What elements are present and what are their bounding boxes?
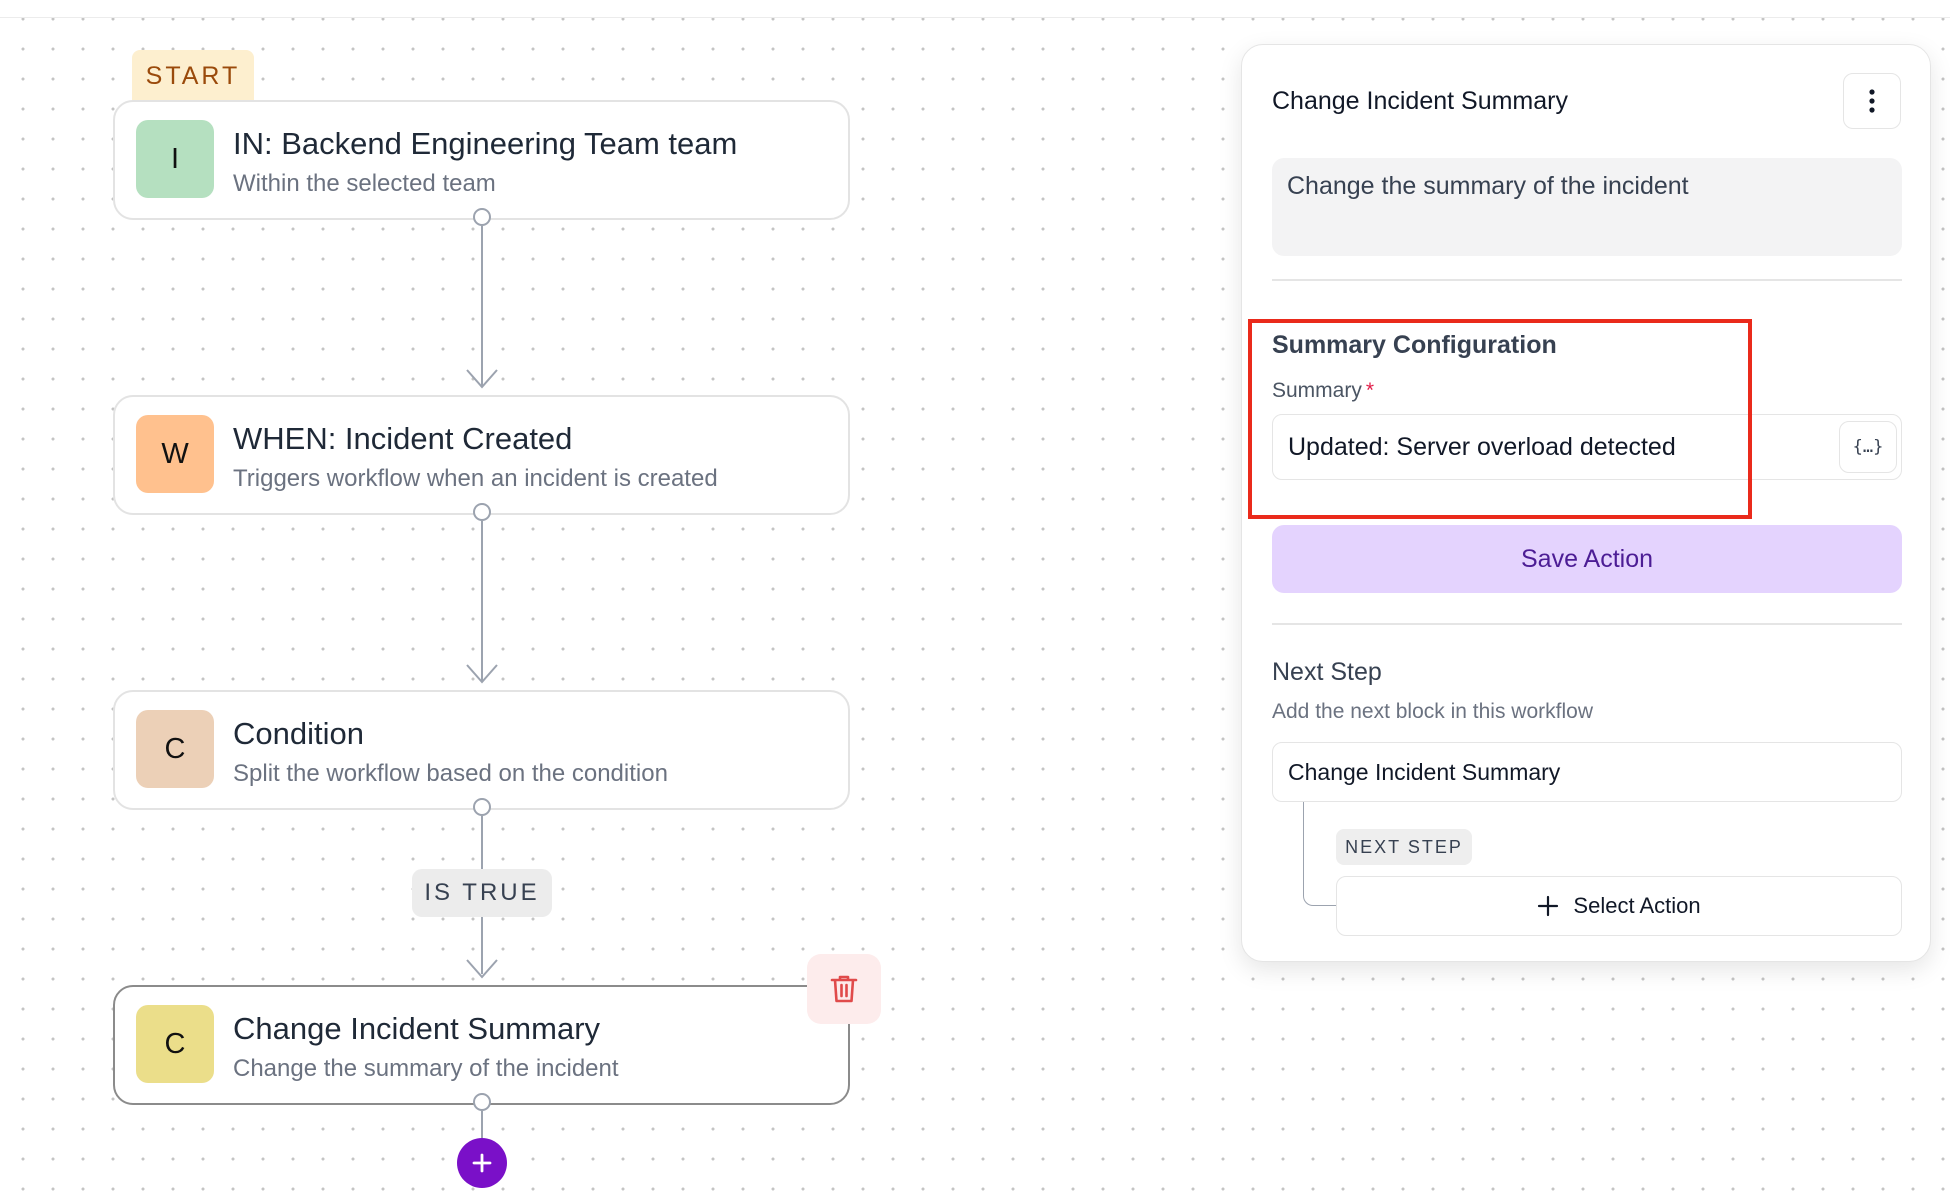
select-action-label: Select Action [1573,893,1701,918]
plus-icon [1538,895,1559,917]
workflow-node-team[interactable]: I IN: Backend Engineering Team team With… [113,100,850,220]
branch-label-is-true: IS TRUE [412,869,552,917]
node-avatar: C [136,710,214,788]
output-port[interactable] [473,798,491,816]
node-subtitle: Triggers workflow when an incident is cr… [233,465,718,492]
node-title: Condition [233,716,364,751]
arrow-down-icon [466,369,498,389]
divider [1272,279,1902,281]
node-avatar: I [136,120,214,198]
delete-node-button[interactable] [807,954,881,1024]
section-title: Summary Configuration [1272,331,1557,359]
arrow-down-icon [466,959,498,979]
next-step-title: Next Step [1272,658,1382,686]
panel-title: Change Incident Summary [1272,87,1568,115]
node-subtitle: Within the selected team [233,170,496,197]
next-step-subtitle: Add the next block in this workflow [1272,700,1593,723]
node-avatar: C [136,1005,214,1083]
output-port[interactable] [473,208,491,226]
next-block-item[interactable]: Change Incident Summary [1272,742,1902,802]
trash-icon [830,975,858,1003]
insert-variable-button[interactable]: {…} [1839,421,1897,473]
output-port[interactable] [473,1093,491,1111]
braces-icon: {…} [1852,437,1884,457]
node-title: IN: Backend Engineering Team team [233,126,738,161]
workflow-node-condition[interactable]: C Condition Split the workflow based on … [113,690,850,810]
next-step-tag: NEXT STEP [1336,829,1472,865]
select-action-button[interactable]: Select Action [1336,876,1902,936]
start-tag: START [132,50,254,102]
action-description: Change the summary of the incident [1272,158,1902,256]
edge-line [481,917,483,974]
edge-line [481,816,483,869]
plus-icon [472,1153,492,1173]
summary-field-label: Summary* [1272,379,1374,403]
node-title: WHEN: Incident Created [233,421,573,456]
output-port[interactable] [473,503,491,521]
edge-line [481,226,483,386]
node-subtitle: Change the summary of the incident [233,1055,619,1082]
summary-label-text: Summary [1272,379,1362,402]
divider [1272,623,1902,625]
workflow-node-change-summary[interactable]: C Change Incident Summary Change the sum… [113,985,850,1105]
edge-line [481,1111,483,1138]
more-options-button[interactable] [1843,73,1901,129]
summary-input[interactable] [1272,414,1902,480]
node-avatar: W [136,415,214,493]
kebab-menu-icon [1869,89,1875,113]
save-action-button[interactable]: Save Action [1272,525,1902,593]
add-step-button[interactable] [457,1138,507,1188]
arrow-down-icon [466,664,498,684]
workflow-node-trigger[interactable]: W WHEN: Incident Created Triggers workfl… [113,395,850,515]
tree-connector [1303,802,1337,906]
required-mark: * [1365,379,1375,402]
edge-line [481,521,483,681]
node-title: Change Incident Summary [233,1011,601,1046]
action-config-panel: Change Incident Summary Change the summa… [1241,44,1931,962]
top-divider [0,0,1950,18]
node-subtitle: Split the workflow based on the conditio… [233,760,668,787]
